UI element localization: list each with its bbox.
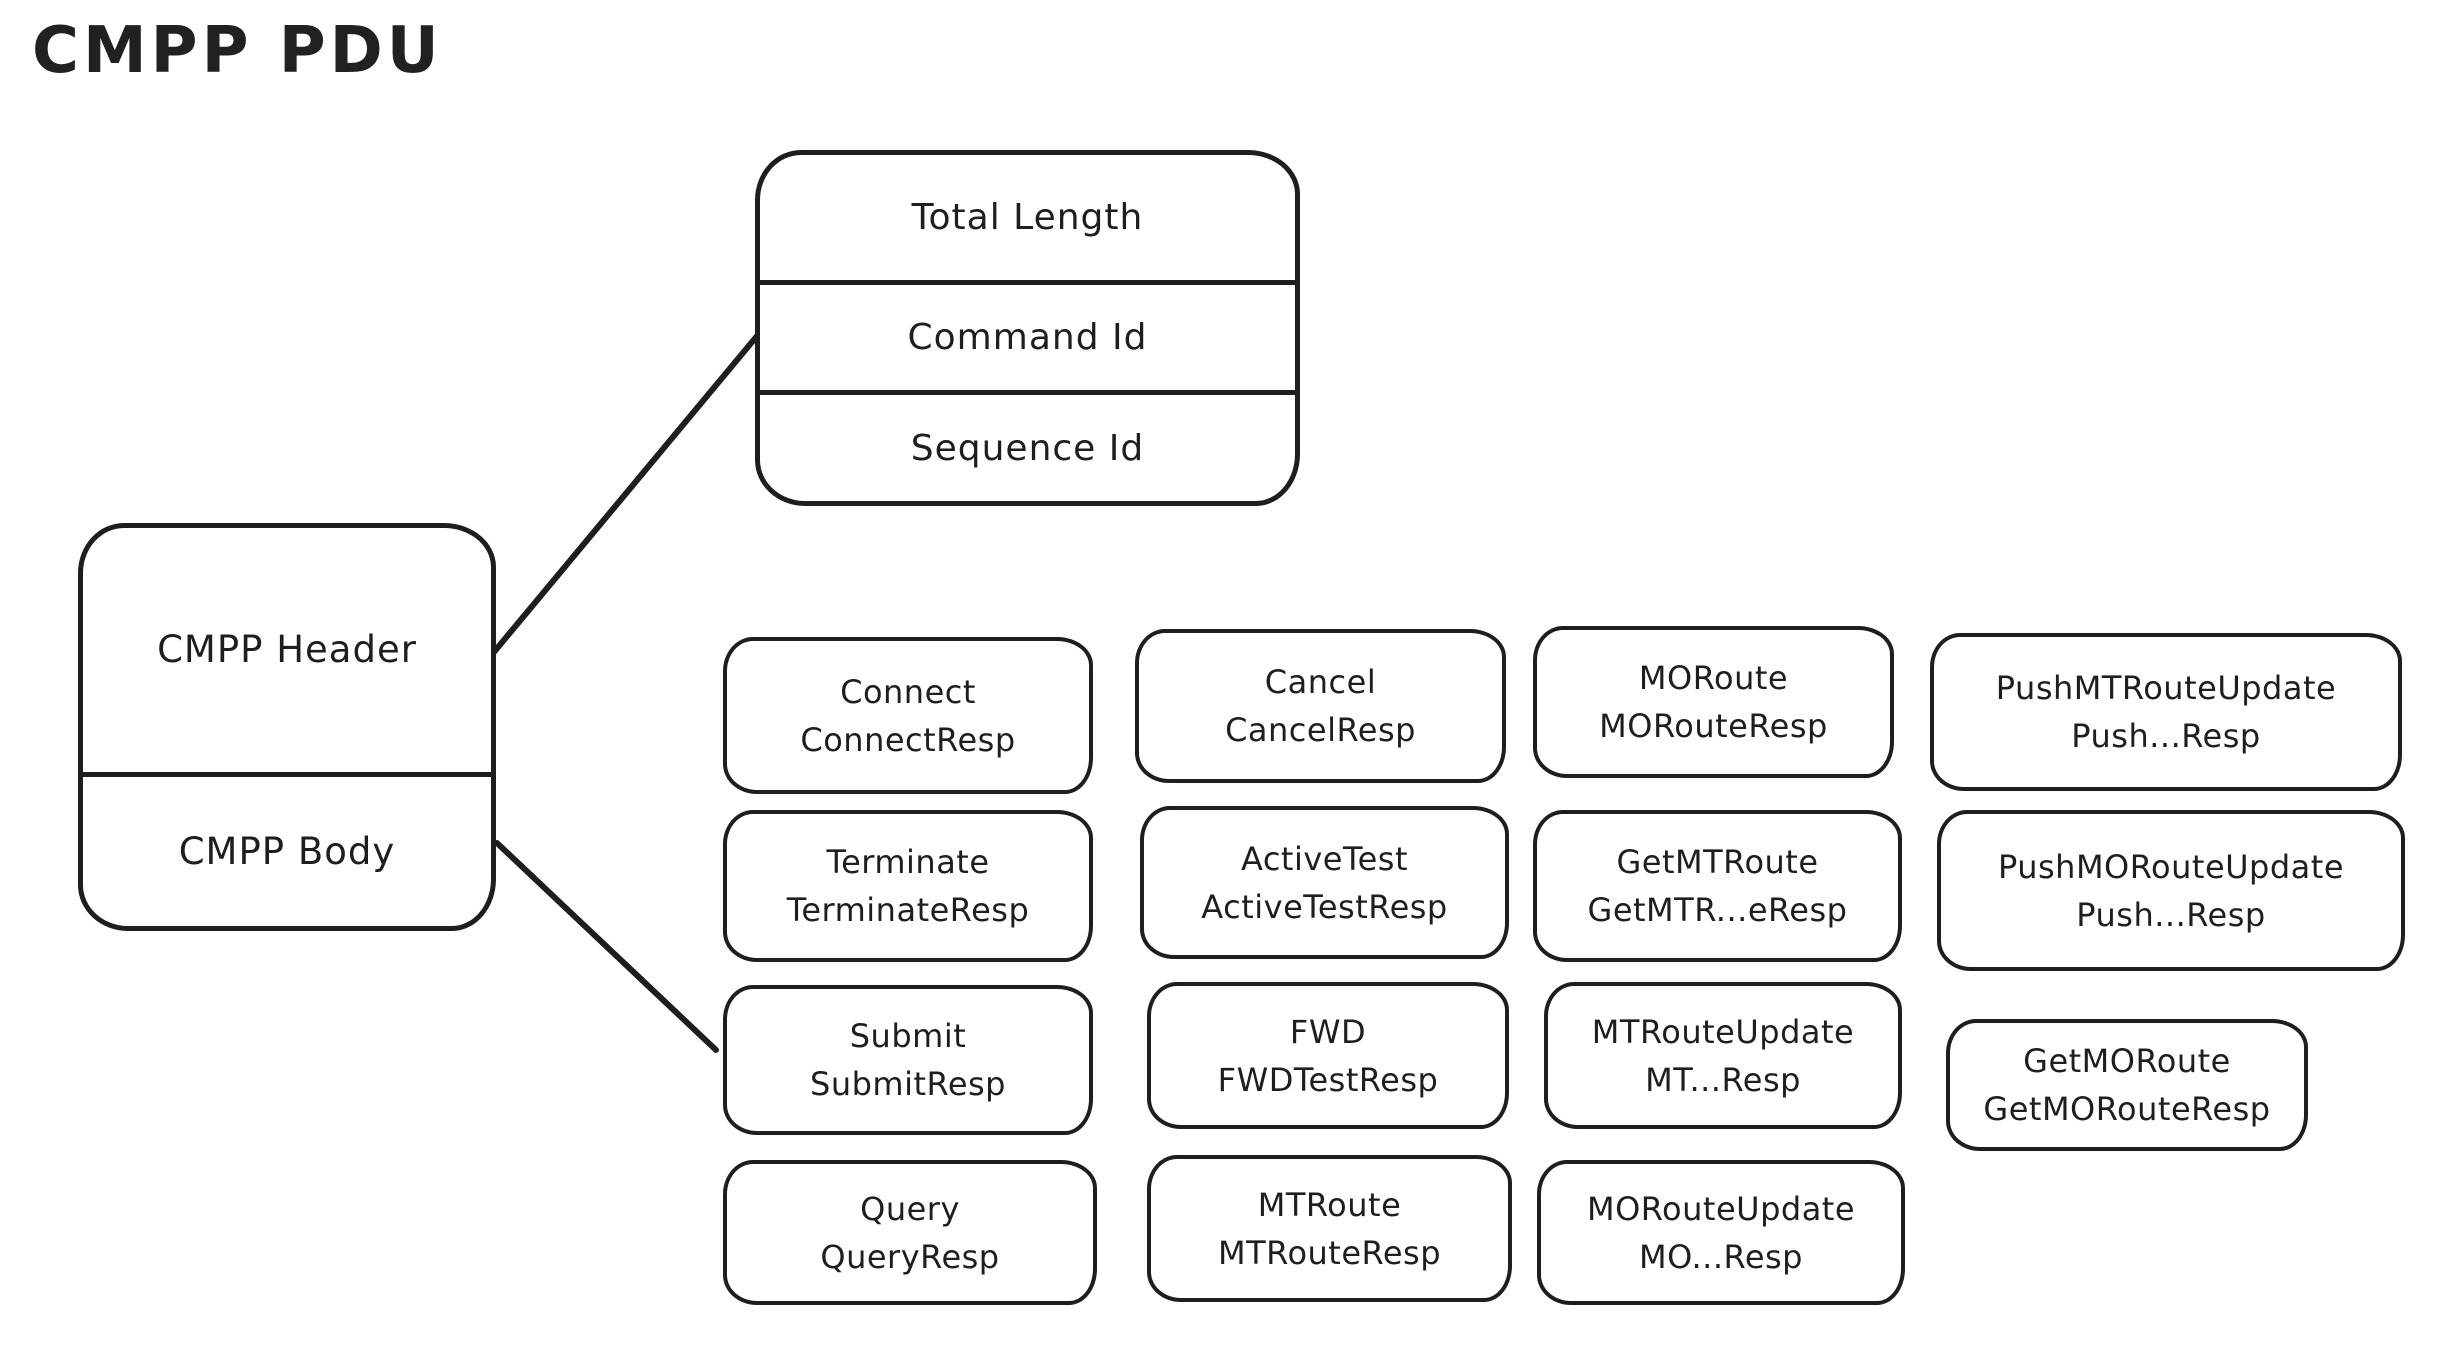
pair-response-label: TerminateResp	[786, 891, 1030, 929]
pair-response-label: QueryResp	[820, 1237, 1000, 1276]
header-connector-line	[491, 333, 760, 655]
pair-request-label: PushMORouteUpdate	[1997, 847, 2345, 886]
pair-response-label: MT...Resp	[1645, 1060, 1801, 1099]
pair-request-label: Terminate	[826, 843, 990, 881]
pair-response-label: ActiveTestResp	[1201, 887, 1448, 926]
pair-request-label: MTRouteUpdate	[1591, 1012, 1855, 1051]
pair-response-label: FWDTestResp	[1217, 1060, 1439, 1099]
diagram-title: CMPP PDU	[32, 14, 443, 88]
field-sequence-id: Sequence Id	[760, 390, 1295, 501]
pair-request-label: MTRoute	[1257, 1185, 1402, 1224]
pair-response-label: MO...Resp	[1639, 1237, 1803, 1276]
pair-request-label: MORoute	[1638, 659, 1789, 697]
field-command-id: Command Id	[760, 279, 1295, 391]
pair-response-label: MTRouteResp	[1217, 1233, 1441, 1272]
pair-response-label: CancelResp	[1225, 711, 1416, 749]
pair-response-label: ConnectResp	[800, 720, 1016, 759]
pair-request-label: Connect	[840, 672, 976, 711]
pair-response-label: SubmitResp	[810, 1065, 1006, 1103]
cmpp-pdu-box: CMPP Header CMPP Body	[78, 523, 496, 931]
pair-request-label: FWD	[1289, 1012, 1367, 1051]
pair-request-label: GetMORoute	[2023, 1042, 2231, 1080]
pair-response-label: Push...Resp	[2076, 895, 2266, 934]
header-fields-box: Total Length Command Id Sequence Id	[755, 150, 1300, 506]
pair-response-label: GetMORouteResp	[1983, 1090, 2271, 1128]
pair-request-label: GetMTRoute	[1616, 843, 1819, 881]
pair-request-label: Query	[860, 1189, 960, 1228]
pair-request-label: PushMTRouteUpdate	[1995, 669, 2337, 707]
pair-request-label: Submit	[849, 1017, 967, 1055]
pdu-pair-box: FWD FWDTestResp	[1147, 982, 1509, 1129]
field-total-length: Total Length	[911, 196, 1144, 238]
pair-request-label: ActiveTest	[1241, 839, 1408, 878]
body-connector-line	[494, 840, 719, 1053]
cmpp-header-section: CMPP Header	[157, 628, 417, 672]
pair-request-label: MORouteUpdate	[1586, 1189, 1856, 1228]
pair-response-label: Push...Resp	[2071, 717, 2261, 755]
pair-response-label: MORouteResp	[1599, 707, 1828, 745]
pair-request-label: Cancel	[1264, 663, 1377, 701]
pair-response-label: GetMTR...eResp	[1587, 891, 1848, 929]
cmpp-body-section: CMPP Body	[83, 771, 491, 926]
